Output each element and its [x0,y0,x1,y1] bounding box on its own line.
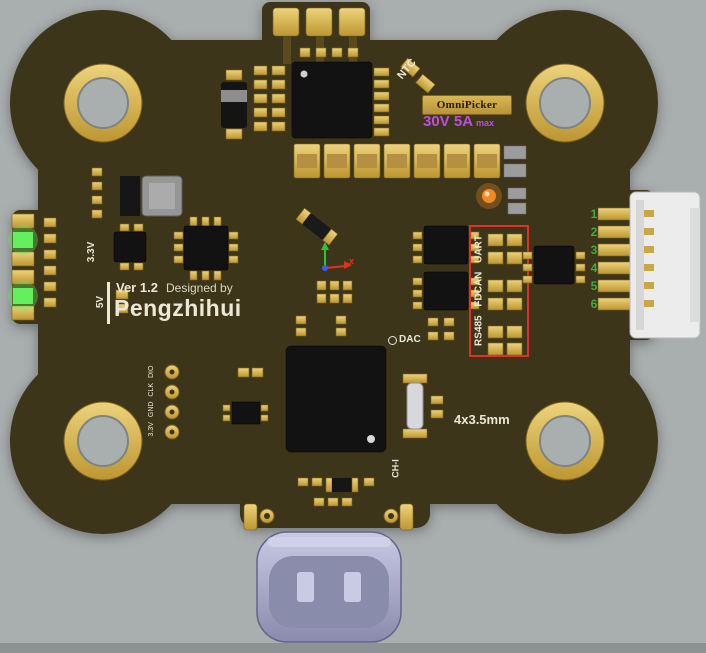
pin-number-5: 5 [590,279,598,293]
regulator-3v3-chip [113,223,147,271]
pin-number-2: 2 [590,225,598,239]
red-annotation-box [469,225,529,357]
mount-hole-size-label: 4x3.5mm [454,412,510,427]
mcu-side-pads [222,367,444,425]
status-led-green-1 [8,225,38,255]
power-inductor [120,175,183,217]
rail-3v3-label: 3.3V [86,241,97,263]
transceiver-ic-2 [412,271,480,341]
mounting-hole-top-right [525,63,605,143]
rail-5v-label: 5V [95,295,106,309]
left-small-pads [91,167,129,314]
capacitor-bank [293,143,527,215]
center-pad-cluster [295,280,353,337]
ch1-label: CH-I [390,459,401,478]
debug-header-label: 3.3V GND CLK DIO [148,365,155,437]
bottom-pad-cluster [297,477,375,507]
mcu-chip [272,332,400,466]
jst-connector [629,191,701,339]
voltage-rating-suffix: max [476,118,495,128]
pin-number-3: 3 [590,243,598,257]
axis-x-label: x [349,256,355,266]
ground-shadow [0,643,706,653]
silkscreen-divider-bar [107,282,110,324]
connector-pin-pads [597,207,635,311]
origin-gizmo [321,242,352,271]
mounting-hole-bottom-right [525,401,605,481]
status-led-orange [476,183,502,209]
driver-chip [291,47,390,139]
dac-marker-icon [388,336,397,345]
designed-by-label: Designed by [166,281,233,295]
brand-badge: OmniPicker [422,95,512,115]
interface-labels: RS485 FDCAN UART [473,235,485,346]
status-led-green-2 [8,281,38,311]
author-name: Pengzhihui [114,295,242,321]
mounting-hole-bottom-left [63,401,143,481]
interface-pad-group [487,233,523,356]
pin-number-1: 1 [590,207,598,221]
crystal-oscillator [402,373,428,439]
dac-label: DAC [399,334,421,345]
diagonal-component [295,207,339,246]
debug-header-pads [164,364,180,440]
ntc-pads [400,57,436,94]
left-edge-pads [11,213,57,321]
version-label: Ver 1.2 [116,280,158,295]
connector-interface-ic [522,245,586,285]
usb-c-connector [243,503,414,643]
pin-number-6: 6 [590,297,598,311]
voltage-rating-value: 30V 5A [423,113,474,130]
regulator-5v-chip [173,216,239,281]
mounting-hole-top-left [63,63,143,143]
pin-number-4: 4 [590,261,598,275]
diode-component [221,69,247,140]
pad-grid-left-of-driver [253,65,286,132]
